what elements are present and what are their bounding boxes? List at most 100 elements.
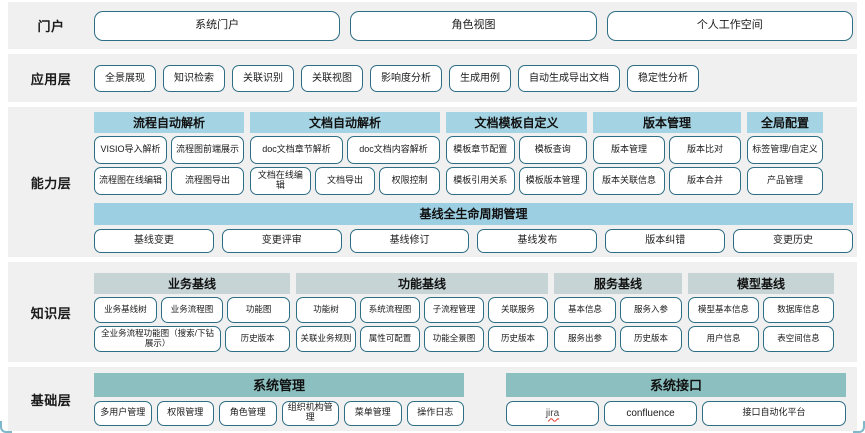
knowledge-item[interactable]: 子流程管理 xyxy=(424,296,484,323)
knowledge-column-head-1: 功能基线 xyxy=(296,272,548,294)
portal-item-2[interactable]: 个人工作空间 xyxy=(606,10,853,41)
knowledge-row: 用户信息 表空间信息 xyxy=(688,325,834,352)
layer-label-knowledge: 知识层 xyxy=(30,305,72,321)
knowledge-item[interactable]: 历史版本 xyxy=(488,325,548,352)
knowledge-item[interactable]: 业务流程图 xyxy=(160,296,224,323)
knowledge-item[interactable]: 服务出参 xyxy=(554,325,616,352)
capability-row: 版本管理 版本比对 xyxy=(593,135,741,164)
knowledge-item[interactable]: 功能全景图 xyxy=(424,325,484,352)
application-item-2[interactable]: 关联识别 xyxy=(232,64,294,92)
lifecycle-item-2[interactable]: 基线修订 xyxy=(349,228,470,253)
base-item[interactable]: 多用户管理 xyxy=(94,400,152,426)
portal-item-0[interactable]: 系统门户 xyxy=(94,10,341,41)
application-item-3[interactable]: 关联视图 xyxy=(301,64,363,92)
application-item-5[interactable]: 生成用例 xyxy=(449,64,511,92)
knowledge-item[interactable]: 全业务流程功能图（搜索/下钻展示） xyxy=(94,325,222,352)
application-item-7[interactable]: 稳定性分析 xyxy=(627,64,699,92)
base-item[interactable]: 组织机构管理 xyxy=(281,400,339,426)
layer-row-application: 应用层 全景展现 知识检索 关联识别 关联视图 影响度分析 生成用例 自动生成导… xyxy=(8,54,857,102)
capability-item[interactable]: 模板版本管理 xyxy=(518,166,587,195)
knowledge-item[interactable]: 数据库信息 xyxy=(763,296,834,323)
capability-column-head-1: 文档自动解析 xyxy=(250,111,440,133)
decorative-corner-left-icon xyxy=(0,421,12,433)
capability-column-head-2: 文档模板自定义 xyxy=(446,111,587,133)
capability-column-grid: 流程自动解析 VISIO导入解析 流程图前端展示 流程图在线编辑 流程图导出 文… xyxy=(94,111,853,195)
jira-label: jira xyxy=(545,407,560,419)
knowledge-row: 业务基线树 业务流程图 功能图 xyxy=(94,296,291,323)
application-item-1[interactable]: 知识检索 xyxy=(163,64,225,92)
capability-row: VISIO导入解析 流程图前端展示 xyxy=(94,135,244,164)
capability-item[interactable]: 文档在线编辑 xyxy=(250,166,311,195)
capability-item[interactable]: 产品管理 xyxy=(747,166,823,195)
capability-row: 文档在线编辑 文档导出 权限控制 xyxy=(250,166,441,195)
capability-item[interactable]: VISIO导入解析 xyxy=(94,135,167,164)
capability-item[interactable]: 权限控制 xyxy=(379,166,441,195)
capability-item[interactable]: 流程图导出 xyxy=(171,166,244,195)
layer-row-knowledge: 知识层 业务基线 业务基线树 业务流程图 功能图 全业务流程功能图（搜索/下钻展… xyxy=(8,262,857,362)
knowledge-row: 全业务流程功能图（搜索/下钻展示） 历史版本 xyxy=(94,325,290,352)
application-item-6[interactable]: 自动生成导出文档 xyxy=(518,64,620,92)
knowledge-column-head-3: 模型基线 xyxy=(688,272,834,294)
capability-item[interactable]: 模板章节配置 xyxy=(446,135,515,164)
base-column-system-mgmt: 系统管理 多用户管理 权限管理 角色管理 组织机构管理 菜单管理 操作日志 xyxy=(94,372,464,426)
base-column-grid: 系统管理 多用户管理 权限管理 角色管理 组织机构管理 菜单管理 操作日志 系统… xyxy=(94,372,853,426)
capability-item[interactable]: 版本管理 xyxy=(593,135,665,164)
layer-label-portal: 门户 xyxy=(37,19,65,34)
layer-label-base: 基础层 xyxy=(30,392,72,408)
base-row: jira confluence 接口自动化平台 xyxy=(506,400,846,426)
base-column-head-0: 系统管理 xyxy=(94,372,464,397)
knowledge-item[interactable]: 基本信息 xyxy=(554,296,616,323)
lifecycle-item-1[interactable]: 变更评审 xyxy=(221,228,342,253)
base-body: 系统管理 多用户管理 权限管理 角色管理 组织机构管理 菜单管理 操作日志 系统… xyxy=(94,372,857,426)
application-item-4[interactable]: 影响度分析 xyxy=(370,64,442,92)
knowledge-item[interactable]: 历史版本 xyxy=(225,325,290,352)
capability-item[interactable]: doc文档章节解析 xyxy=(250,135,343,164)
knowledge-row: 服务出参 历史版本 xyxy=(554,325,682,352)
knowledge-column-service-baseline: 服务基线 基本信息 服务入参 服务出参 历史版本 xyxy=(554,272,682,352)
capability-item[interactable]: 流程图在线编辑 xyxy=(94,166,167,195)
base-column-system-interface: 系统接口 jira confluence 接口自动化平台 xyxy=(506,372,846,426)
knowledge-item[interactable]: 功能图 xyxy=(227,296,291,323)
knowledge-item[interactable]: 功能树 xyxy=(296,296,356,323)
base-item[interactable]: 角色管理 xyxy=(219,400,277,426)
base-item-api-platform[interactable]: 接口自动化平台 xyxy=(702,400,846,426)
knowledge-item[interactable]: 服务入参 xyxy=(620,296,682,323)
capability-row: 产品管理 xyxy=(747,166,823,195)
base-item[interactable]: 菜单管理 xyxy=(344,400,402,426)
knowledge-item[interactable]: 关联服务 xyxy=(488,296,548,323)
knowledge-column-head-0: 业务基线 xyxy=(94,272,290,294)
knowledge-item[interactable]: 属性可配置 xyxy=(360,325,420,352)
knowledge-row: 基本信息 服务入参 xyxy=(554,296,682,323)
portal-item-1[interactable]: 角色视图 xyxy=(350,10,597,41)
lifecycle-item-4[interactable]: 版本纠错 xyxy=(605,228,726,253)
baseline-lifecycle-head: 基线全生命周期管理 xyxy=(94,202,853,225)
capability-column-global-config: 全局配置 标签管理/自定义 产品管理 xyxy=(747,111,823,195)
portal-item-list: 系统门户 角色视图 个人工作空间 xyxy=(94,10,857,41)
knowledge-item[interactable]: 关联业务规则 xyxy=(296,325,356,352)
capability-column-process-parse: 流程自动解析 VISIO导入解析 流程图前端展示 流程图在线编辑 流程图导出 xyxy=(94,111,244,195)
capability-item[interactable]: 版本合并 xyxy=(669,166,741,195)
capability-item[interactable]: 版本关联信息 xyxy=(593,166,665,195)
knowledge-row: 关联业务规则 属性可配置 功能全景图 历史版本 xyxy=(296,325,548,352)
knowledge-item[interactable]: 业务基线树 xyxy=(94,296,157,323)
lifecycle-item-0[interactable]: 基线变更 xyxy=(94,228,214,253)
capability-item[interactable]: 文档导出 xyxy=(314,166,376,195)
capability-item[interactable]: doc文档内容解析 xyxy=(347,135,440,164)
knowledge-item[interactable]: 用户信息 xyxy=(688,325,759,352)
capability-item[interactable]: 模板查询 xyxy=(518,135,587,164)
base-item-jira[interactable]: jira xyxy=(506,400,599,426)
base-item[interactable]: 权限管理 xyxy=(156,400,214,426)
capability-item[interactable]: 标签管理/自定义 xyxy=(747,135,823,164)
knowledge-item[interactable]: 历史版本 xyxy=(620,325,682,352)
capability-item[interactable]: 流程图前端展示 xyxy=(171,135,244,164)
capability-item[interactable]: 版本比对 xyxy=(669,135,741,164)
lifecycle-item-3[interactable]: 基线发布 xyxy=(477,228,598,253)
knowledge-item[interactable]: 系统流程图 xyxy=(360,296,420,323)
knowledge-item[interactable]: 表空间信息 xyxy=(763,325,834,352)
base-item[interactable]: 操作日志 xyxy=(406,400,464,426)
knowledge-item[interactable]: 模型基本信息 xyxy=(688,296,759,323)
capability-item[interactable]: 模板引用关系 xyxy=(446,166,515,195)
lifecycle-item-5[interactable]: 变更历史 xyxy=(733,228,853,253)
base-item-confluence[interactable]: confluence xyxy=(604,400,697,426)
application-item-0[interactable]: 全景展现 xyxy=(94,64,156,92)
